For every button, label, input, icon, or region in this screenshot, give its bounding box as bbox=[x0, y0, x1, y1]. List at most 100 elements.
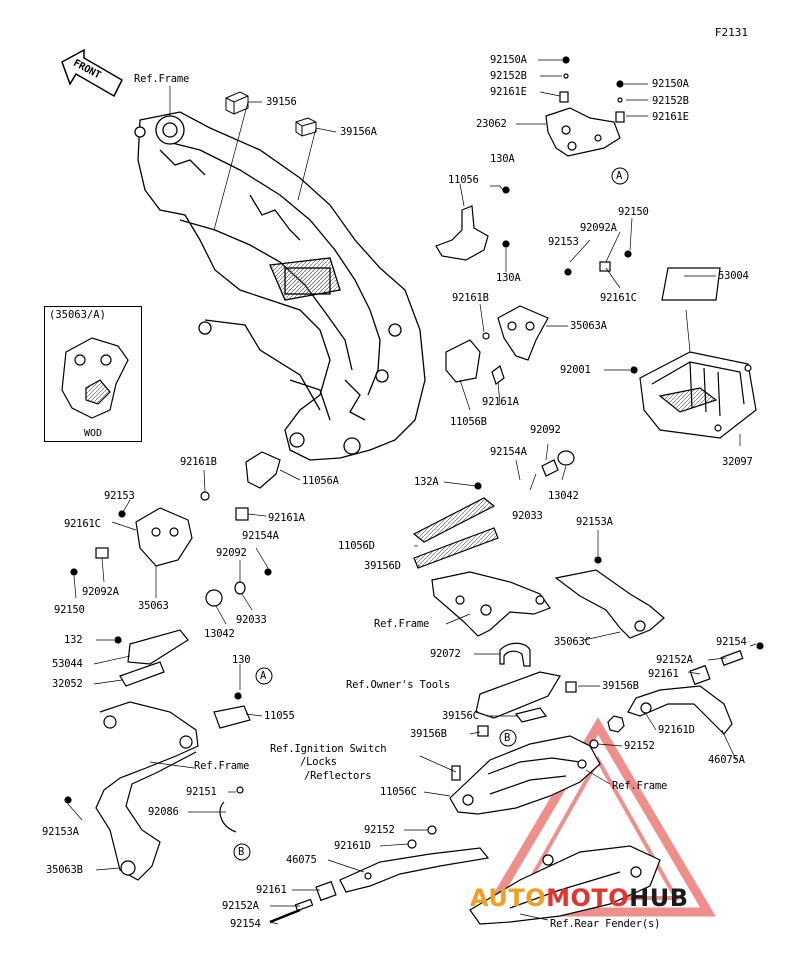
rear-bar-46075 bbox=[269, 825, 661, 925]
watermark-text: AUTOMOTOHUB bbox=[470, 884, 689, 912]
seat-frame bbox=[449, 725, 601, 815]
part-92161-b: 92161 bbox=[256, 884, 287, 896]
bracket-11056 bbox=[435, 186, 510, 261]
part-92153-l: 92153 bbox=[104, 490, 135, 502]
part-46075A: 46075A bbox=[708, 754, 745, 766]
watermark-part-2: MOTO bbox=[546, 884, 630, 912]
part-92154A-r: 92154A bbox=[490, 446, 527, 458]
main-frame bbox=[134, 111, 426, 461]
watermark-part-3: HUB bbox=[629, 884, 689, 912]
part-92161C-r: 92161C bbox=[600, 292, 637, 304]
ref-owners-tools: Ref.Owner's Tools bbox=[346, 679, 451, 691]
part-92092A-l: 92092A bbox=[82, 586, 119, 598]
part-92161B-l: 92161B bbox=[180, 456, 217, 468]
part-92150-l: 92150 bbox=[54, 604, 85, 616]
inset-caption: (35063/A) bbox=[49, 309, 106, 321]
part-92033-l: 92033 bbox=[236, 614, 267, 626]
part-92161D-c: 92161D bbox=[334, 840, 371, 852]
part-32052: 32052 bbox=[52, 678, 83, 690]
part-92072: 92072 bbox=[430, 648, 461, 660]
part-92153A-l: 92153A bbox=[42, 826, 79, 838]
pad-39156A bbox=[295, 117, 317, 137]
part-132: 132 bbox=[64, 634, 83, 646]
part-92152-r: 92152 bbox=[624, 740, 655, 752]
watermark-part-1: AUTO bbox=[470, 884, 547, 912]
left-step-assembly bbox=[64, 629, 251, 881]
part-92154-b: 92154 bbox=[230, 918, 261, 930]
bracket-35063A bbox=[445, 250, 632, 477]
part-92150-r: 92150 bbox=[618, 206, 649, 218]
part-130: 130 bbox=[232, 654, 251, 666]
part-92161E-2: 92161E bbox=[652, 111, 689, 123]
part-92152A-r: 92152A bbox=[656, 654, 693, 666]
bracket-23062 bbox=[545, 56, 625, 157]
part-35063B: 35063B bbox=[46, 864, 83, 876]
part-92154A-l: 92154A bbox=[242, 530, 279, 542]
ref-ignition-1: Ref.Ignition Switch bbox=[270, 743, 387, 755]
part-39156D: 39156D bbox=[364, 560, 401, 572]
bracket-46075A bbox=[589, 642, 764, 749]
inset-box: (35063/A) WOD bbox=[44, 306, 142, 442]
part-92153-r: 92153 bbox=[548, 236, 579, 248]
part-130A-1: 130A bbox=[490, 153, 515, 165]
part-92153A-r: 92153A bbox=[576, 516, 613, 528]
part-92161A-l: 92161A bbox=[268, 512, 305, 524]
part-92092A-r: 92092A bbox=[580, 222, 617, 234]
ref-frame-right: Ref.Frame bbox=[612, 780, 668, 792]
front-arrow bbox=[61, 48, 123, 98]
page-code: F2131 bbox=[714, 26, 748, 39]
part-11056C: 11056C bbox=[380, 786, 417, 798]
part-13042-l: 13042 bbox=[204, 628, 235, 640]
part-11056A: 11056A bbox=[302, 475, 339, 487]
part-92152B-2: 92152B bbox=[652, 95, 689, 107]
part-13042-r: 13042 bbox=[548, 490, 579, 502]
part-92161-r: 92161 bbox=[648, 668, 679, 680]
part-39156: 39156 bbox=[266, 96, 297, 108]
part-53004: 53004 bbox=[718, 270, 749, 282]
rail-11056D bbox=[412, 482, 499, 569]
part-23062: 23062 bbox=[476, 118, 507, 130]
part-46075: 46075 bbox=[286, 854, 317, 866]
callout-circles bbox=[233, 167, 629, 861]
ref-rear-fender: Ref.Rear Fender(s) bbox=[550, 918, 661, 930]
ref-ignition-3: /Reflectors bbox=[304, 770, 372, 782]
part-92092-l: 92092 bbox=[216, 547, 247, 559]
part-32097: 32097 bbox=[722, 456, 753, 468]
part-92161D-r: 92161D bbox=[658, 724, 695, 736]
part-132A: 132A bbox=[414, 476, 439, 488]
ref-frame-center: Ref.Frame bbox=[374, 618, 430, 630]
callout-b-center: B bbox=[504, 732, 511, 744]
part-92150A-2: 92150A bbox=[652, 78, 689, 90]
center-frame bbox=[431, 556, 665, 639]
callout-b-left: B bbox=[238, 846, 245, 858]
part-11056B: 11056B bbox=[450, 416, 487, 428]
ref-frame-top: Ref.Frame bbox=[134, 73, 190, 85]
part-92001: 92001 bbox=[560, 364, 591, 376]
bracket-35063 bbox=[70, 451, 281, 607]
callout-a-top: A bbox=[616, 170, 623, 182]
part-92154-r: 92154 bbox=[716, 636, 747, 648]
part-39156B-r: 39156B bbox=[602, 680, 639, 692]
part-11055: 11055 bbox=[264, 710, 295, 722]
part-11056: 11056 bbox=[448, 174, 479, 186]
part-130A-2: 130A bbox=[496, 272, 521, 284]
part-39156B-l: 39156B bbox=[410, 728, 447, 740]
part-92152B-1: 92152B bbox=[490, 70, 527, 82]
inset-bracket bbox=[61, 337, 129, 419]
part-92161C-l: 92161C bbox=[64, 518, 101, 530]
callout-a-left: A bbox=[260, 670, 267, 682]
box-32097 bbox=[630, 267, 757, 439]
tool-cover bbox=[475, 642, 577, 723]
pad-39156 bbox=[225, 91, 249, 115]
part-39156A: 39156A bbox=[340, 126, 377, 138]
part-92092-r: 92092 bbox=[530, 424, 561, 436]
part-92152A-b: 92152A bbox=[222, 900, 259, 912]
part-92086: 92086 bbox=[148, 806, 179, 818]
ref-ignition-2: /Locks bbox=[300, 756, 337, 768]
part-53044: 53044 bbox=[52, 658, 83, 670]
part-39156C: 39156C bbox=[442, 710, 479, 722]
part-92161E-1: 92161E bbox=[490, 86, 527, 98]
part-35063A: 35063A bbox=[570, 320, 607, 332]
